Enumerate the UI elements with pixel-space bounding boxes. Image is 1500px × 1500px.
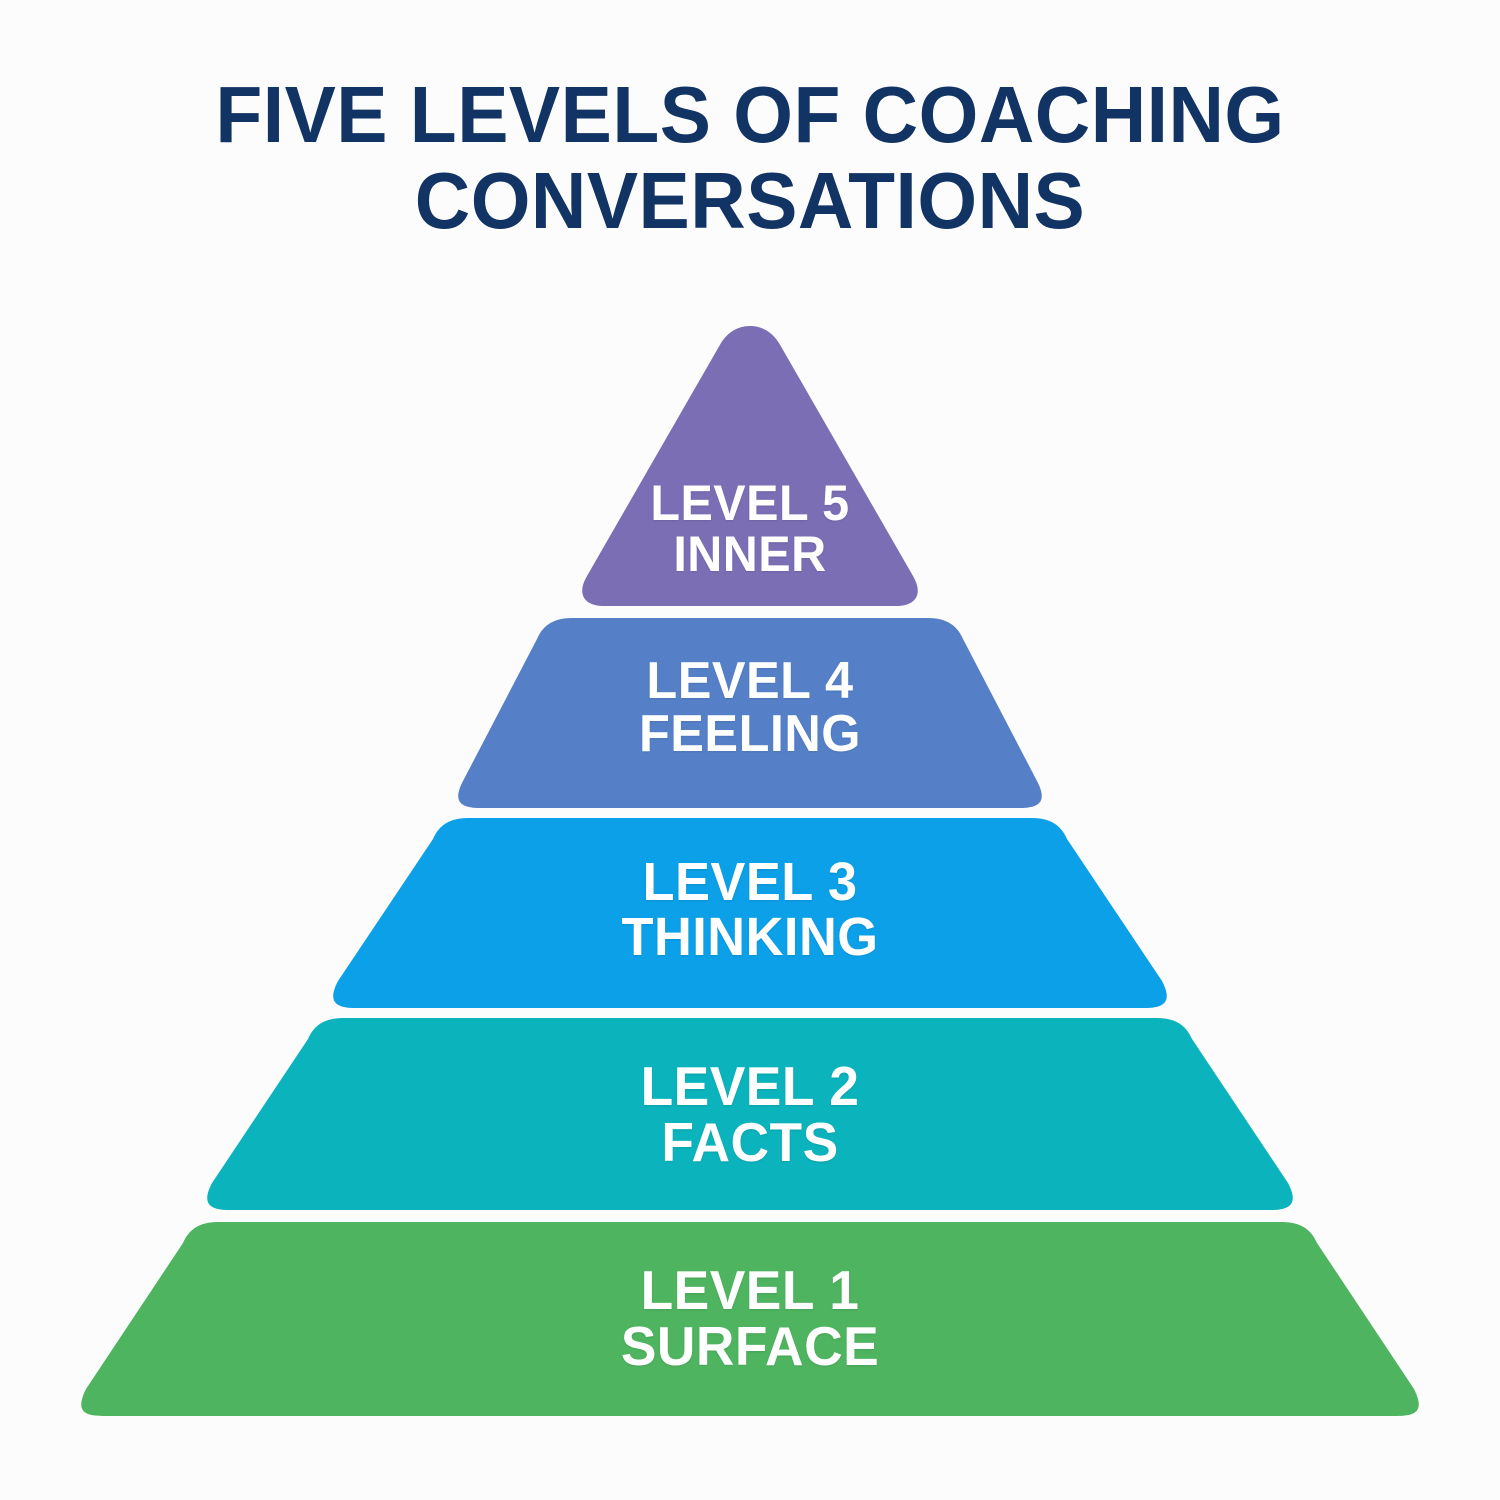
pyramid-tier-level-1-shape (81, 1222, 1419, 1416)
tier-1-path (81, 1222, 1419, 1416)
pyramid-tier-level-3[interactable] (0, 812, 1500, 1012)
pyramid-tier-level-5[interactable] (0, 318, 1500, 610)
tier-4-path (458, 618, 1042, 808)
pyramid-tier-level-4-shape (458, 618, 1042, 808)
pyramid-tier-level-5-shape (582, 326, 918, 606)
pyramid-tier-level-1[interactable] (0, 1216, 1500, 1422)
pyramid-tier-level-2[interactable] (0, 1012, 1500, 1214)
tier-3-path (333, 818, 1167, 1008)
page-title: FIVE LEVELS OF COACHING CONVERSATIONS (30, 72, 1470, 244)
tier-5-path (582, 326, 918, 606)
pyramid-tier-level-3-shape (333, 818, 1167, 1008)
page-title-line-1: FIVE LEVELS OF COACHING (215, 70, 1285, 159)
pyramid-tier-level-4[interactable] (0, 612, 1500, 812)
page-title-line-2: CONVERSATIONS (414, 156, 1086, 245)
tier-2-path (207, 1018, 1293, 1210)
pyramid-tier-level-2-shape (207, 1018, 1293, 1210)
